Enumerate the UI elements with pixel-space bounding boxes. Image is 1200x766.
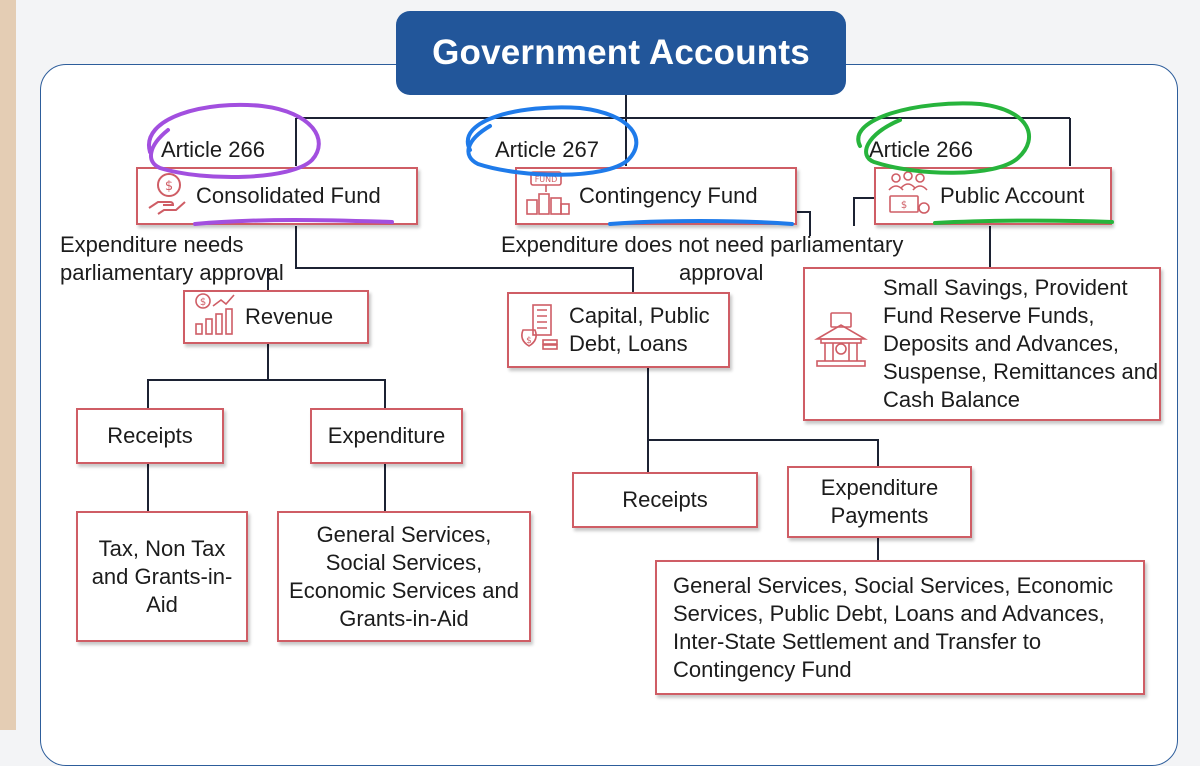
hand-money-icon: $ (146, 170, 188, 223)
capital-box: $ Capital, Public Debt, Loans (507, 292, 730, 368)
consolidated-fund-box: $ Consolidated Fund (136, 167, 418, 225)
revenue-receipts-label: Receipts (107, 423, 193, 448)
fund-coins-icon: FUND (525, 170, 571, 223)
svg-text:$: $ (200, 297, 206, 308)
revenue-expenditure-box: Expenditure (310, 408, 463, 464)
revenue-receipts-detail: Tax, Non Tax and Grants-in-Aid (91, 535, 233, 617)
connector-revenue-receipts (147, 344, 269, 408)
capital-expenditure-payments-label: Expenditure Payments (820, 475, 939, 528)
consolidated-approval-note: Expenditure needs parliamentary approval (60, 232, 284, 285)
capital-payments-detail-box: General Services, Social Services, Econo… (655, 560, 1145, 695)
revenue-expenditure-label: Expenditure (327, 423, 446, 448)
contingency-fund-label: Contingency Fund (579, 183, 758, 208)
contingency-fund-box: FUND Contingency Fund (515, 167, 797, 225)
revenue-receipts-detail-box: Tax, Non Tax and Grants-in-Aid (76, 511, 248, 642)
contingency-approval-note-line1: Expenditure does not need parliamentary (501, 232, 904, 257)
svg-text:$: $ (165, 179, 173, 194)
connector-contingency-side (796, 211, 811, 236)
people-cash-icon: $ (884, 170, 932, 223)
public-account-box: $ Public Account (874, 167, 1112, 225)
building-money-icon: $ (517, 302, 561, 359)
revenue-label: Revenue (245, 304, 334, 329)
connector-consolidated-branches (295, 226, 634, 292)
page-title: Government Accounts (396, 11, 846, 95)
contingency-approval-note-line2: approval (679, 260, 764, 285)
capital-expenditure-payments-box: Expenditure Payments (787, 466, 972, 538)
capital-receipts-label: Receipts (622, 487, 708, 512)
fund-icon-text: FUND (535, 175, 558, 184)
connector-public-side (853, 197, 874, 226)
capital-label: Capital, Public Debt, Loans (569, 303, 710, 356)
revenue-chart-icon: $ (193, 292, 237, 343)
article-label-contingency: Article 267 (495, 137, 599, 162)
consolidated-fund-label: Consolidated Fund (196, 183, 381, 208)
public-account-label: Public Account (940, 183, 1085, 208)
public-account-detail-box: Small Savings, Provident Fund Reserve Fu… (803, 267, 1161, 421)
connector-revenue-expenditure (268, 379, 386, 408)
public-account-detail-text: Small Savings, Provident Fund Reserve Fu… (883, 275, 1159, 412)
connector-lines (147, 95, 1071, 560)
capital-payments-detail: General Services, Social Services, Econo… (673, 572, 1114, 682)
capital-receipts-box: Receipts (572, 472, 758, 528)
left-edge-strip (0, 0, 16, 730)
svg-text:$: $ (901, 200, 907, 211)
revenue-receipts-box: Receipts (76, 408, 224, 464)
svg-text:$: $ (526, 336, 532, 346)
revenue-box: $ Revenue (183, 290, 369, 344)
article-label-consolidated: Article 266 (161, 137, 265, 162)
connector-capital-bus (648, 439, 879, 466)
revenue-expenditure-detail: General Services, Social Services, Econo… (289, 521, 519, 631)
revenue-expenditure-detail-box: General Services, Social Services, Econo… (277, 511, 531, 642)
article-label-public: Article 266 (869, 137, 973, 162)
bank-money-icon (813, 311, 869, 378)
